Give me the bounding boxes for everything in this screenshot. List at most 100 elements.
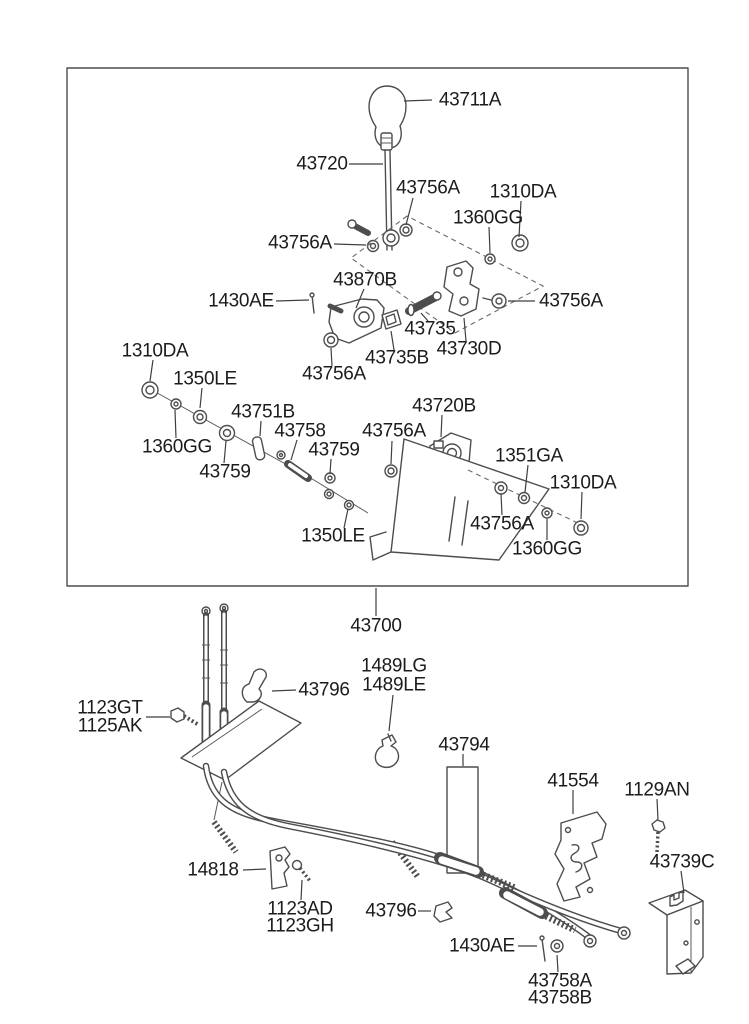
nut bbox=[511, 234, 529, 252]
grommet-locator-rect bbox=[446, 766, 479, 874]
nut bbox=[384, 464, 398, 478]
leader-line bbox=[343, 508, 349, 529]
part-label-43739C: 43739C bbox=[649, 851, 715, 873]
control-arm bbox=[327, 298, 385, 344]
bolt bbox=[651, 819, 666, 853]
leader-line bbox=[524, 464, 529, 493]
cable-clip bbox=[433, 901, 453, 923]
part-label-43700: 43700 bbox=[350, 615, 402, 637]
assembly-box-outline bbox=[66, 67, 689, 587]
clevis-pin bbox=[251, 436, 266, 461]
part-label-1123AD: 1123AD bbox=[267, 898, 333, 920]
part-label-43720B: 43720B bbox=[412, 395, 476, 417]
part-label-43720: 43720 bbox=[296, 153, 348, 175]
bolt bbox=[291, 859, 312, 883]
part-label-1310DA: 1310DA bbox=[121, 340, 189, 362]
part-label-43735: 43735 bbox=[404, 318, 456, 340]
part-label-43796: 43796 bbox=[365, 900, 417, 922]
rod bbox=[284, 460, 312, 482]
lever-bushings bbox=[366, 223, 413, 253]
part-label-43756A: 43756A bbox=[302, 363, 366, 385]
part-label-43730D: 43730D bbox=[436, 338, 502, 360]
part-label-43758B: 43758B bbox=[528, 987, 592, 1009]
leader-line bbox=[390, 330, 395, 351]
cotter-pin bbox=[309, 292, 315, 314]
series-axis-line bbox=[308, 476, 369, 514]
part-label-1360GG: 1360GG bbox=[141, 436, 213, 458]
washer bbox=[343, 499, 355, 511]
cable-barrel bbox=[434, 852, 517, 892]
cable-eyelet bbox=[617, 926, 631, 940]
leader-line bbox=[199, 387, 203, 409]
leader-line bbox=[488, 226, 491, 254]
part-label-43759: 43759 bbox=[308, 439, 360, 461]
part-label-41554: 41554 bbox=[547, 770, 599, 792]
nut bbox=[141, 381, 159, 399]
square-bushing bbox=[381, 309, 402, 330]
end-bracket bbox=[648, 889, 704, 975]
base-plate bbox=[369, 438, 550, 561]
threaded-cable-end bbox=[211, 781, 239, 854]
leader-line bbox=[518, 200, 522, 238]
part-label-1350LE: 1350LE bbox=[301, 525, 365, 547]
shaft-bracket bbox=[443, 260, 480, 317]
part-label-1430AE: 1430AE bbox=[449, 935, 515, 957]
bolt bbox=[482, 293, 507, 309]
cable-bracket-clip bbox=[269, 846, 291, 890]
part-label-1125AK: 1125AK bbox=[77, 715, 143, 737]
cable-eyelet bbox=[583, 934, 597, 948]
part-label-43758: 43758 bbox=[274, 420, 326, 442]
washer bbox=[323, 488, 335, 500]
leader-lines bbox=[146, 99, 685, 973]
leader-line bbox=[405, 197, 414, 226]
washer bbox=[541, 507, 553, 519]
part-label-43711A: 43711A bbox=[438, 89, 502, 111]
leader-line bbox=[403, 99, 433, 102]
pivot-bolt bbox=[347, 219, 371, 236]
washer bbox=[517, 491, 531, 505]
part-label-43794: 43794 bbox=[438, 734, 490, 756]
leader-line bbox=[271, 689, 297, 692]
washer bbox=[550, 939, 564, 953]
cable-clip bbox=[241, 668, 267, 703]
washer bbox=[170, 398, 182, 410]
washer bbox=[276, 450, 286, 460]
washer bbox=[192, 409, 208, 425]
part-label-43756A: 43756A bbox=[470, 513, 534, 535]
leader-line bbox=[580, 491, 583, 520]
cable-support-bracket bbox=[554, 811, 607, 902]
washer bbox=[494, 481, 508, 495]
threaded-cable-end bbox=[389, 840, 421, 879]
part-label-14818: 14818 bbox=[187, 859, 239, 881]
nut bbox=[573, 520, 589, 536]
leader-line bbox=[300, 879, 303, 901]
part-label-1123GT: 1123GT bbox=[77, 697, 143, 719]
leader-line bbox=[174, 409, 177, 439]
part-label-1360GG: 1360GG bbox=[511, 538, 583, 560]
select-cable bbox=[220, 768, 625, 935]
leader-line bbox=[149, 359, 154, 382]
bushing bbox=[218, 424, 236, 442]
part-label-43870B: 43870B bbox=[333, 269, 397, 291]
part-label-43756A: 43756A bbox=[539, 290, 603, 312]
cotter-pin bbox=[539, 935, 546, 962]
part-label-43758A: 43758A bbox=[528, 970, 592, 992]
cable-barrel bbox=[499, 887, 577, 934]
leader-line bbox=[500, 493, 503, 516]
part-label-43756A: 43756A bbox=[396, 177, 460, 199]
part-label-1360GG: 1360GG bbox=[452, 207, 524, 229]
washer bbox=[484, 253, 496, 265]
control-shaft-pin bbox=[405, 291, 442, 317]
leader-line bbox=[680, 870, 685, 894]
part-label-1430AE: 1430AE bbox=[208, 290, 274, 312]
part-label-43735B: 43735B bbox=[365, 347, 429, 369]
washer bbox=[324, 472, 336, 484]
leader-line bbox=[333, 243, 367, 246]
leader-line bbox=[275, 299, 310, 302]
part-label-43796: 43796 bbox=[298, 679, 350, 701]
leader-line bbox=[242, 868, 267, 871]
cable-mounting-plate bbox=[180, 700, 302, 781]
leader-line bbox=[329, 458, 332, 475]
